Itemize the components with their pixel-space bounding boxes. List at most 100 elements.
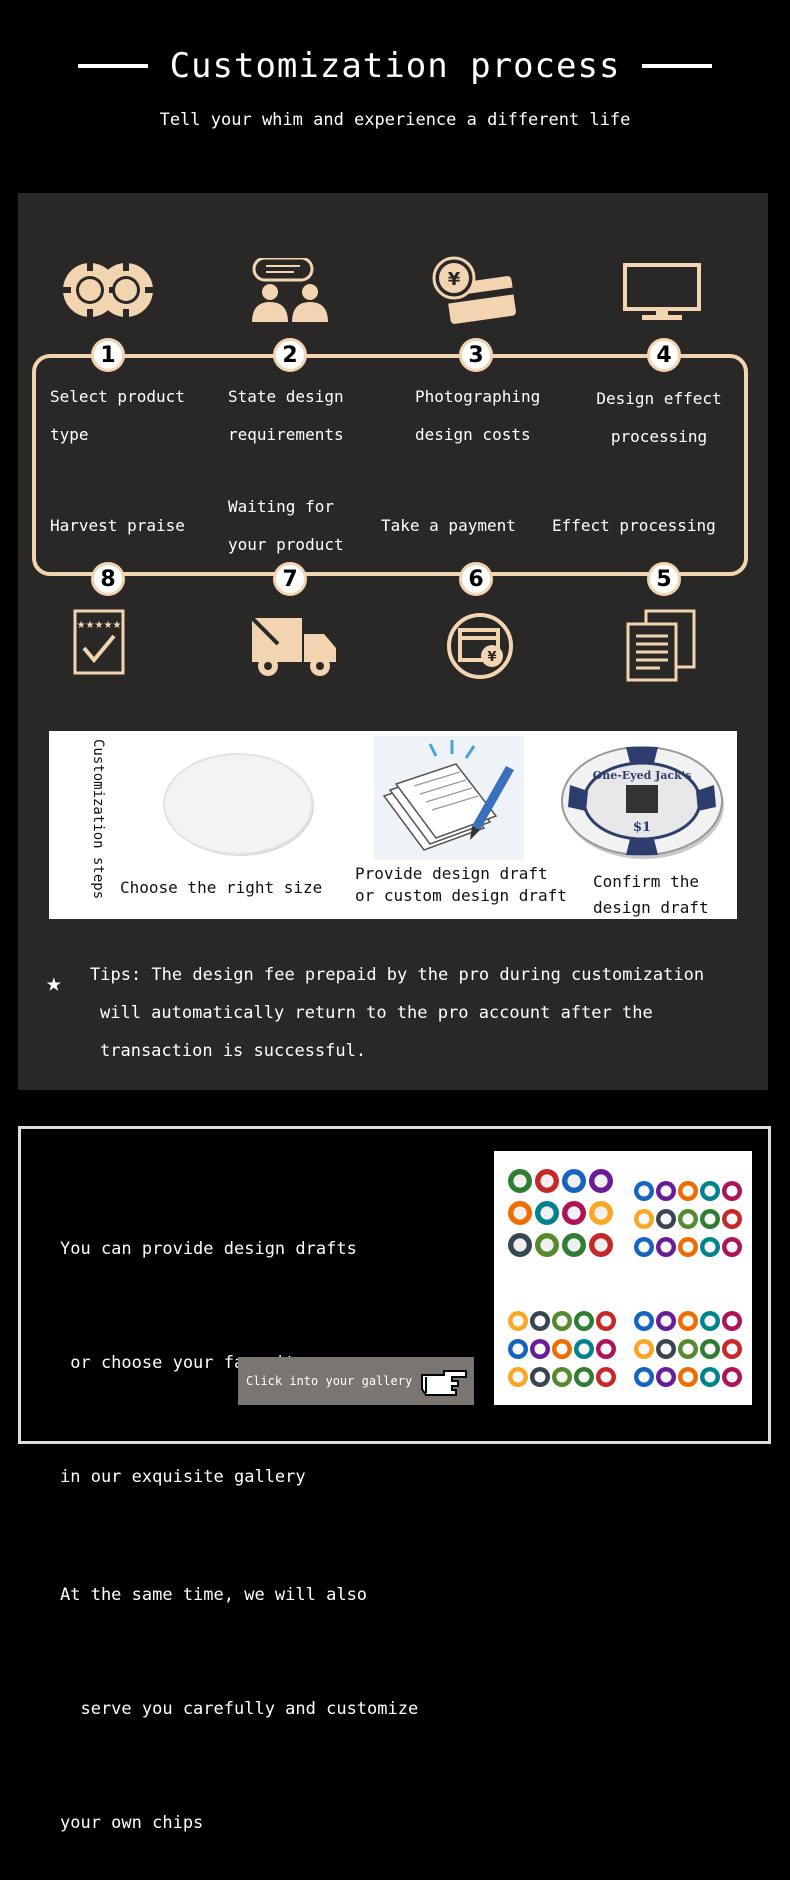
gallery-chip-center — [594, 1174, 608, 1188]
gallery-chip-center — [594, 1206, 608, 1220]
gallery-chip-center — [578, 1315, 590, 1327]
gallery-chip-center — [534, 1315, 546, 1327]
gallery-chip-center — [682, 1315, 694, 1327]
gallery-chip-center — [600, 1343, 612, 1355]
step-number-3: 3 — [459, 338, 493, 372]
step-number-4: 4 — [647, 338, 681, 372]
yen-payment-cards-icon: ¥ — [432, 256, 520, 326]
gallery-chip-center — [540, 1238, 554, 1252]
gallery-chip-center — [600, 1371, 612, 1383]
svg-text:¥: ¥ — [487, 650, 496, 665]
title-left-rule — [77, 64, 148, 68]
people-discussion-icon — [248, 258, 334, 324]
gallery-chip-center — [540, 1206, 554, 1220]
svg-text:¥: ¥ — [448, 269, 461, 290]
chip-value-text: $1 — [633, 820, 651, 835]
gallery-chip-center — [682, 1213, 694, 1225]
title-right-rule — [642, 64, 713, 68]
star-icon: ★ — [46, 968, 62, 998]
step-number-8: 8 — [91, 562, 125, 596]
gallery-chip-center — [682, 1241, 694, 1253]
gallery-button[interactable]: Click into your gallery — [238, 1357, 474, 1405]
gallery-chip-center — [638, 1371, 650, 1383]
step-label-8: Harvest praise — [50, 516, 185, 535]
process-track — [32, 354, 748, 576]
gallery-chip-center — [726, 1185, 738, 1197]
title-row: Customization process — [0, 38, 790, 94]
gallery-chip-center — [704, 1213, 716, 1225]
monitor-icon — [622, 262, 702, 322]
step-label-7: Waiting for your product — [228, 497, 344, 554]
chip-name-text: One-Eyed Jack's — [593, 769, 692, 782]
customization-steps-label: Customization steps — [90, 739, 106, 900]
step-label-5: Effect processing — [552, 516, 716, 535]
gallery-chip-center — [556, 1343, 568, 1355]
gallery-chip-center — [594, 1238, 608, 1252]
gallery-chip-center — [704, 1315, 716, 1327]
documents-icon — [624, 608, 698, 684]
step-label-3: Photographing design costs — [415, 387, 541, 444]
gallery-chip-center — [567, 1174, 581, 1188]
gallery-chip-center — [638, 1213, 650, 1225]
gallery-chip-center — [567, 1238, 581, 1252]
chip-gallery-image — [494, 1151, 752, 1405]
finished-chip-image: One-Eyed Jack's $1 — [560, 745, 726, 865]
gallery-chip-center — [567, 1206, 581, 1220]
rating-checklist-icon: ★★★★★ — [72, 608, 126, 676]
gallery-chip-center — [704, 1343, 716, 1355]
poker-chips-icon — [60, 260, 156, 320]
gallery-chip-center — [660, 1185, 672, 1197]
chip-gallery-svg — [508, 1169, 742, 1387]
gallery-chip-center — [726, 1371, 738, 1383]
gallery-chip-center — [726, 1241, 738, 1253]
gallery-chip-center — [726, 1343, 738, 1355]
gallery-chip-center — [578, 1371, 590, 1383]
gallery-text: You can provide design drafts or choose … — [60, 1239, 419, 1833]
step-number-7: 7 — [273, 562, 307, 596]
page-subtitle: Tell your whim and experience a differen… — [159, 110, 631, 130]
gallery-chip-center — [660, 1371, 672, 1383]
gallery-chip-center — [726, 1315, 738, 1327]
gallery-chip-center — [513, 1206, 527, 1220]
gallery-chip-center — [704, 1371, 716, 1383]
gallery-chip-center — [638, 1185, 650, 1197]
gallery-chip-center — [660, 1343, 672, 1355]
gallery-chip-center — [513, 1174, 527, 1188]
gallery-button-label: Click into your gallery — [246, 1374, 413, 1388]
gallery-section — [18, 1126, 771, 1444]
caption-confirm-draft: Confirm the design draft — [593, 872, 709, 917]
gallery-chip-center — [726, 1213, 738, 1225]
gallery-chip-center — [600, 1315, 612, 1327]
step-label-1: Select product type — [50, 387, 185, 444]
page-title: Customization process — [169, 46, 621, 86]
gallery-chip-center — [638, 1343, 650, 1355]
delivery-truck-icon — [248, 614, 340, 678]
gallery-chip-center — [512, 1371, 524, 1383]
step-label-2: State design requirements — [228, 387, 344, 444]
gallery-chip-center — [704, 1185, 716, 1197]
tips-text: Tips: The design fee prepaid by the pro … — [90, 965, 705, 1061]
gallery-chip-center — [660, 1213, 672, 1225]
gallery-chip-center — [578, 1343, 590, 1355]
step-number-6: 6 — [459, 562, 493, 596]
step-label-4: Design effect processing — [596, 389, 722, 446]
blank-chip-image — [160, 752, 316, 864]
gallery-chip-center — [513, 1238, 527, 1252]
gallery-chip-center — [682, 1185, 694, 1197]
gallery-chip-center — [682, 1343, 694, 1355]
step-number-5: 5 — [647, 562, 681, 596]
step-number-1: 1 — [91, 338, 125, 372]
gallery-chip-center — [638, 1315, 650, 1327]
gallery-chip-center — [540, 1174, 554, 1188]
gallery-chip-center — [534, 1343, 546, 1355]
gallery-chip-center — [512, 1315, 524, 1327]
step-number-2: 2 — [273, 338, 307, 372]
pointing-hand-icon — [421, 1370, 468, 1396]
gallery-chip-center — [704, 1241, 716, 1253]
gallery-chip-center — [660, 1315, 672, 1327]
gallery-chip-center — [512, 1343, 524, 1355]
gallery-chip-center — [638, 1241, 650, 1253]
step-label-6: Take a payment — [381, 516, 516, 535]
design-draft-image — [374, 736, 524, 864]
yen-window-icon: ¥ — [444, 612, 516, 680]
